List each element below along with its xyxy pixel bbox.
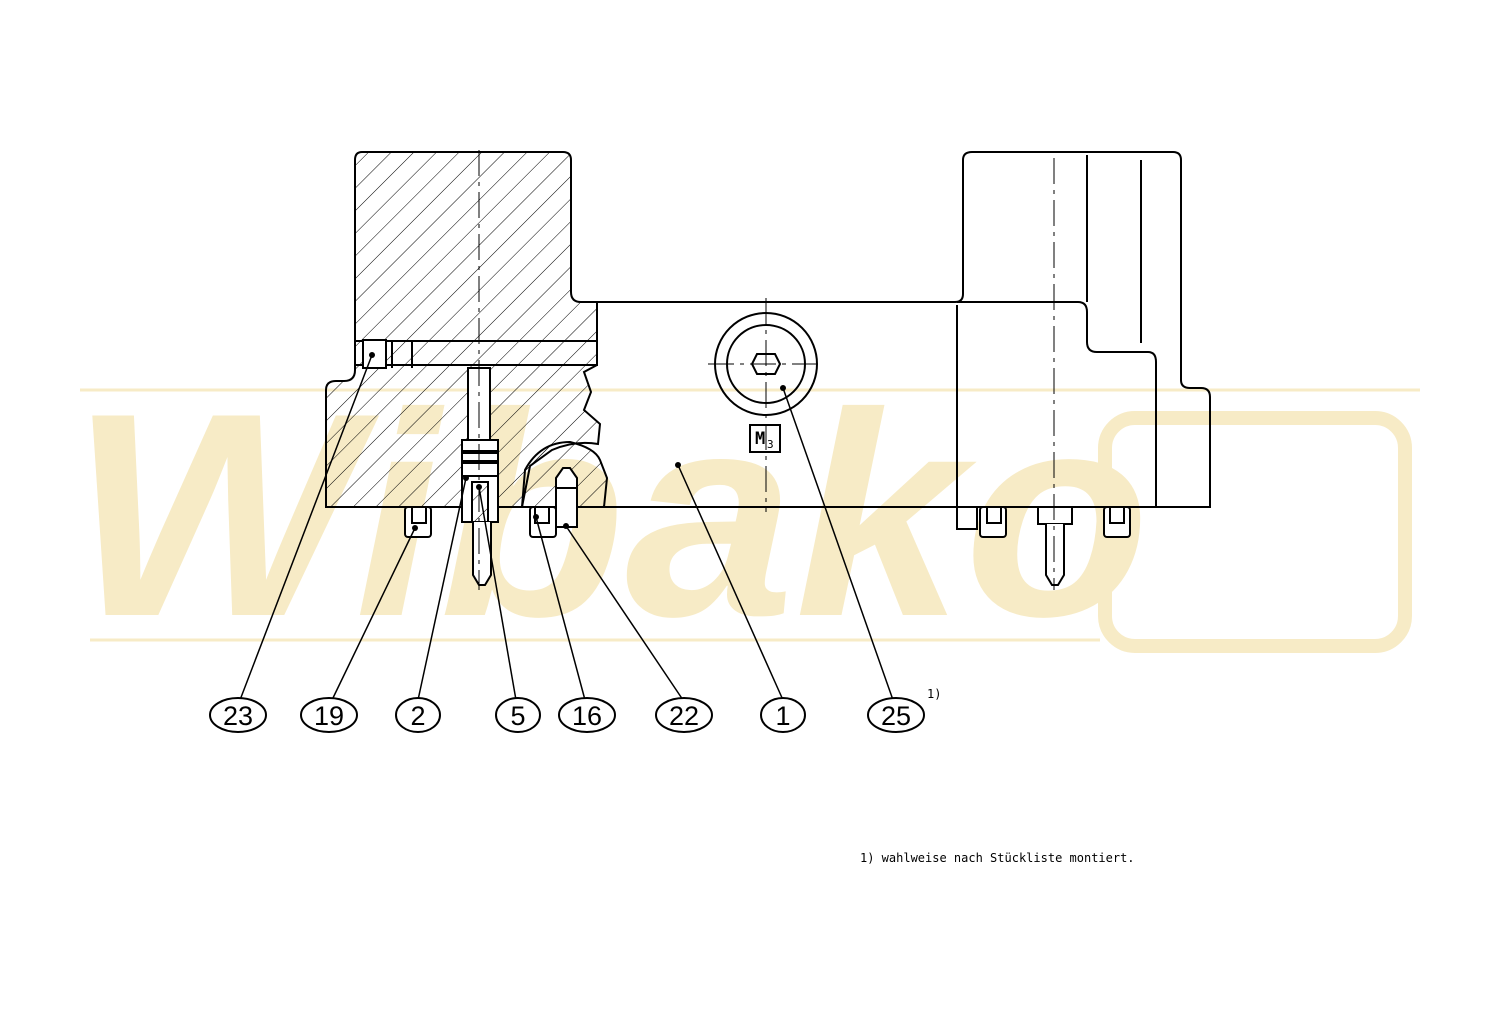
main-body-outline	[597, 151, 1211, 508]
callouts	[209, 697, 925, 733]
right-jaw-step	[957, 301, 1157, 507]
callout-25-bubble	[867, 697, 925, 733]
callout-25-label: 25	[881, 701, 911, 731]
leader-dot-16	[533, 514, 539, 520]
leader-22	[565, 525, 684, 701]
leader-dot-23	[369, 352, 375, 358]
leader-23	[239, 354, 373, 701]
callout-5-bubble	[495, 697, 541, 733]
callout-2-bubble	[395, 697, 441, 733]
right-pin-head	[1037, 506, 1073, 525]
callout-16-bubble	[558, 697, 616, 733]
right-screw-1	[956, 506, 978, 530]
callout-23-label: 23	[223, 701, 253, 731]
callout-1-bubble	[760, 697, 806, 733]
leader-dot-22	[563, 523, 569, 529]
leader-5	[478, 486, 517, 701]
watermark: Wibako	[70, 353, 1420, 677]
leader-dot-25	[780, 385, 786, 391]
leader-16	[535, 516, 586, 701]
callout-1-label: 1	[775, 701, 790, 731]
center-lines	[478, 150, 1055, 590]
callout-labels: 23 19 2 5 16 22 1 25	[223, 701, 911, 731]
callout-16-label: 16	[572, 701, 602, 731]
leader-dot-5	[476, 484, 482, 490]
callout-5-label: 5	[510, 701, 525, 731]
leader-2	[417, 477, 467, 701]
right-pin-shank	[1045, 524, 1065, 586]
technical-drawing	[325, 151, 1211, 586]
callout-22-label: 22	[669, 701, 699, 731]
part-2-bushing	[461, 439, 499, 477]
leader-lines	[239, 354, 894, 701]
part-5-pin-shank	[472, 522, 492, 586]
callout-25-superscript: 1)	[927, 687, 941, 701]
callout-22-bubble	[655, 697, 713, 733]
thread-label-main: M	[755, 429, 765, 449]
watermark-logo-box	[1098, 411, 1412, 653]
right-screw-3-head	[1109, 506, 1125, 524]
right-screw-2-head	[986, 506, 1002, 524]
callout-19-label: 19	[314, 701, 344, 731]
left-jaw-upper-section	[354, 151, 598, 366]
callout-2-label: 2	[410, 701, 425, 731]
part-19-screw-head	[411, 506, 427, 524]
leader-dot-19	[412, 525, 418, 531]
callout-23-bubble	[209, 697, 267, 733]
thread-label-sub: 3	[767, 438, 774, 451]
leader-19	[331, 527, 416, 701]
footnote: 1) wahlweise nach Stückliste montiert.	[860, 851, 1135, 865]
callout-19-bubble	[300, 697, 358, 733]
leader-dots	[369, 352, 786, 531]
leader-dot-1	[675, 462, 681, 468]
leader-1	[677, 464, 784, 701]
thread-label-box	[749, 424, 781, 453]
left-jaw-lower-section	[325, 364, 602, 508]
leader-dot-2	[463, 475, 469, 481]
part-22-pin	[555, 467, 578, 528]
leader-25	[782, 387, 894, 701]
